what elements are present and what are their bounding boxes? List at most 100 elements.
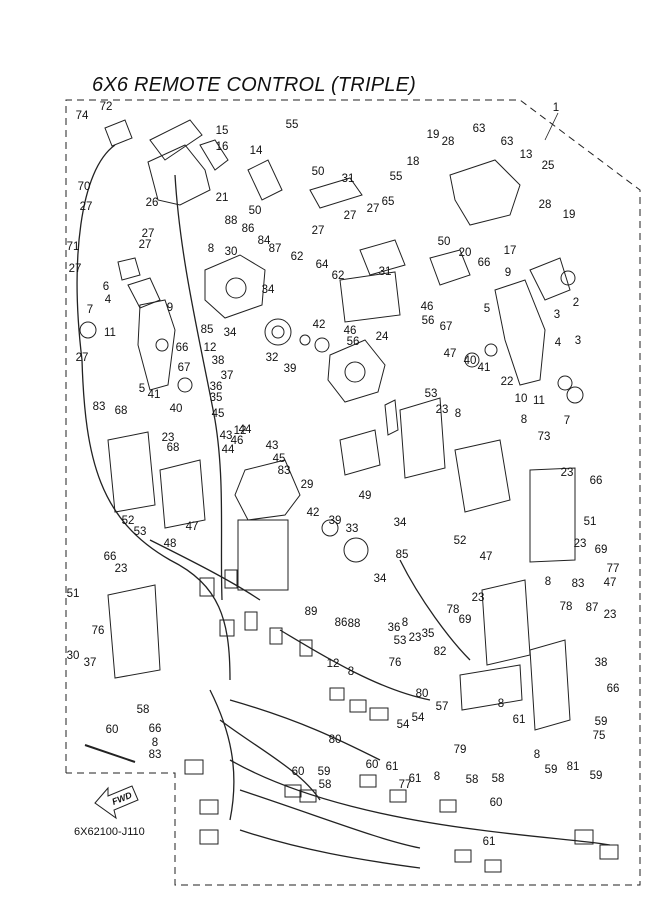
callout-number: 8 <box>348 666 354 678</box>
callout-number: 66 <box>176 342 189 354</box>
callout-number: 53 <box>394 635 407 647</box>
callout-number: 39 <box>284 363 297 375</box>
callout-number: 75 <box>593 730 606 742</box>
callout-number: 36 <box>210 381 223 393</box>
callout-number: 66 <box>104 551 117 563</box>
callout-number: 80 <box>329 734 342 746</box>
callout-number: 53 <box>425 388 438 400</box>
callout-number: 31 <box>379 266 392 278</box>
callout-number: 11 <box>104 327 116 339</box>
callout-number: 78 <box>447 604 460 616</box>
callout-number: 27 <box>367 203 380 215</box>
callout-number: 34 <box>224 327 237 339</box>
callout-number: 61 <box>386 761 399 773</box>
callout-number: 81 <box>567 761 580 773</box>
callout-number: 55 <box>390 171 403 183</box>
callout-number: 52 <box>454 535 467 547</box>
callout-number: 12 <box>327 658 340 670</box>
callout-number: 66 <box>149 723 162 735</box>
callout-number: 25 <box>542 160 555 172</box>
callout-number: 38 <box>595 657 608 669</box>
callout-number: 43 <box>266 440 279 452</box>
callout-number: 27 <box>139 239 152 251</box>
callout-number: 69 <box>595 544 608 556</box>
callout-number: 51 <box>67 588 80 600</box>
callout-number: 59 <box>545 764 558 776</box>
callout-number: 34 <box>394 517 407 529</box>
callout-number: 11 <box>533 395 545 407</box>
callout-number: 44 <box>222 444 235 456</box>
callout-number: 58 <box>319 779 332 791</box>
callout-number: 12 <box>204 342 217 354</box>
callout-number: 43 <box>220 430 233 442</box>
callout-number: 23 <box>561 467 574 479</box>
callout-number: 35 <box>210 392 223 404</box>
callout-number: 76 <box>389 657 402 669</box>
callout-number: 23 <box>409 632 422 644</box>
callout-number: 87 <box>586 602 599 614</box>
callout-number: 53 <box>134 526 147 538</box>
callout-number: 8 <box>434 771 440 783</box>
callout-number: 4 <box>555 337 562 349</box>
callout-number: 65 <box>382 196 395 208</box>
callout-number: 88 <box>348 618 361 630</box>
callout-number: 4 <box>105 294 112 306</box>
callout-number: 77 <box>607 563 620 575</box>
callout-number: 8 <box>152 737 158 749</box>
callout-number: 23 <box>472 592 485 604</box>
callout-number: 74 <box>76 110 89 122</box>
callout-number: 26 <box>146 197 159 209</box>
callout-number: 80 <box>416 688 429 700</box>
callout-number: 27 <box>344 210 357 222</box>
callout-number: 8 <box>498 698 504 710</box>
callout-number: 39 <box>329 515 342 527</box>
callout-number: 51 <box>584 516 597 528</box>
callout-number: 12 <box>234 425 247 437</box>
callout-number: 56 <box>422 315 435 327</box>
callout-number: 47 <box>480 551 493 563</box>
callout-number: 88 <box>225 215 238 227</box>
callout-number: 62 <box>332 270 345 282</box>
connector-blocks <box>184 569 619 873</box>
callout-number: 54 <box>412 712 425 724</box>
callout-number: 36 <box>388 622 401 634</box>
callout-number: 47 <box>444 348 457 360</box>
callout-number: 50 <box>312 166 325 178</box>
callout-number: 6 <box>103 281 109 293</box>
callout-number: 73 <box>538 431 551 443</box>
callout-number: 77 <box>399 779 412 791</box>
center-shift-mechanism <box>204 254 386 591</box>
callout-number: 78 <box>560 601 573 613</box>
callout-number: 50 <box>438 236 451 248</box>
callout-number: 42 <box>313 319 326 331</box>
callout-number: 23 <box>115 563 128 575</box>
callout-number: 66 <box>478 257 491 269</box>
callout-number: 1 <box>553 102 559 114</box>
callout-number: 70 <box>78 181 91 193</box>
callout-number: 84 <box>258 235 271 247</box>
callout-number: 40 <box>464 355 477 367</box>
callout-number: 66 <box>607 683 620 695</box>
callout-number: 85 <box>201 324 214 336</box>
callout-number: 47 <box>186 521 199 533</box>
callout-number: 89 <box>305 606 318 618</box>
callout-number: 61 <box>409 773 422 785</box>
callout-number: 8 <box>208 243 214 255</box>
callout-number: 60 <box>366 759 379 771</box>
callout-number: 16 <box>216 141 229 153</box>
callout-number: 27 <box>312 225 325 237</box>
callout-number: 15 <box>216 125 229 137</box>
callout-number: 9 <box>167 302 173 314</box>
callout-number: 33 <box>346 523 359 535</box>
callout-number: 52 <box>122 515 135 527</box>
callout-number: 8 <box>545 576 551 588</box>
callout-number: 23 <box>436 404 449 416</box>
callout-number: 45 <box>273 453 286 465</box>
callout-number: 7 <box>87 304 93 316</box>
callout-number: 76 <box>92 625 105 637</box>
callout-number: 61 <box>513 714 526 726</box>
callout-number: 71 <box>67 241 80 253</box>
module-housings <box>107 177 576 731</box>
